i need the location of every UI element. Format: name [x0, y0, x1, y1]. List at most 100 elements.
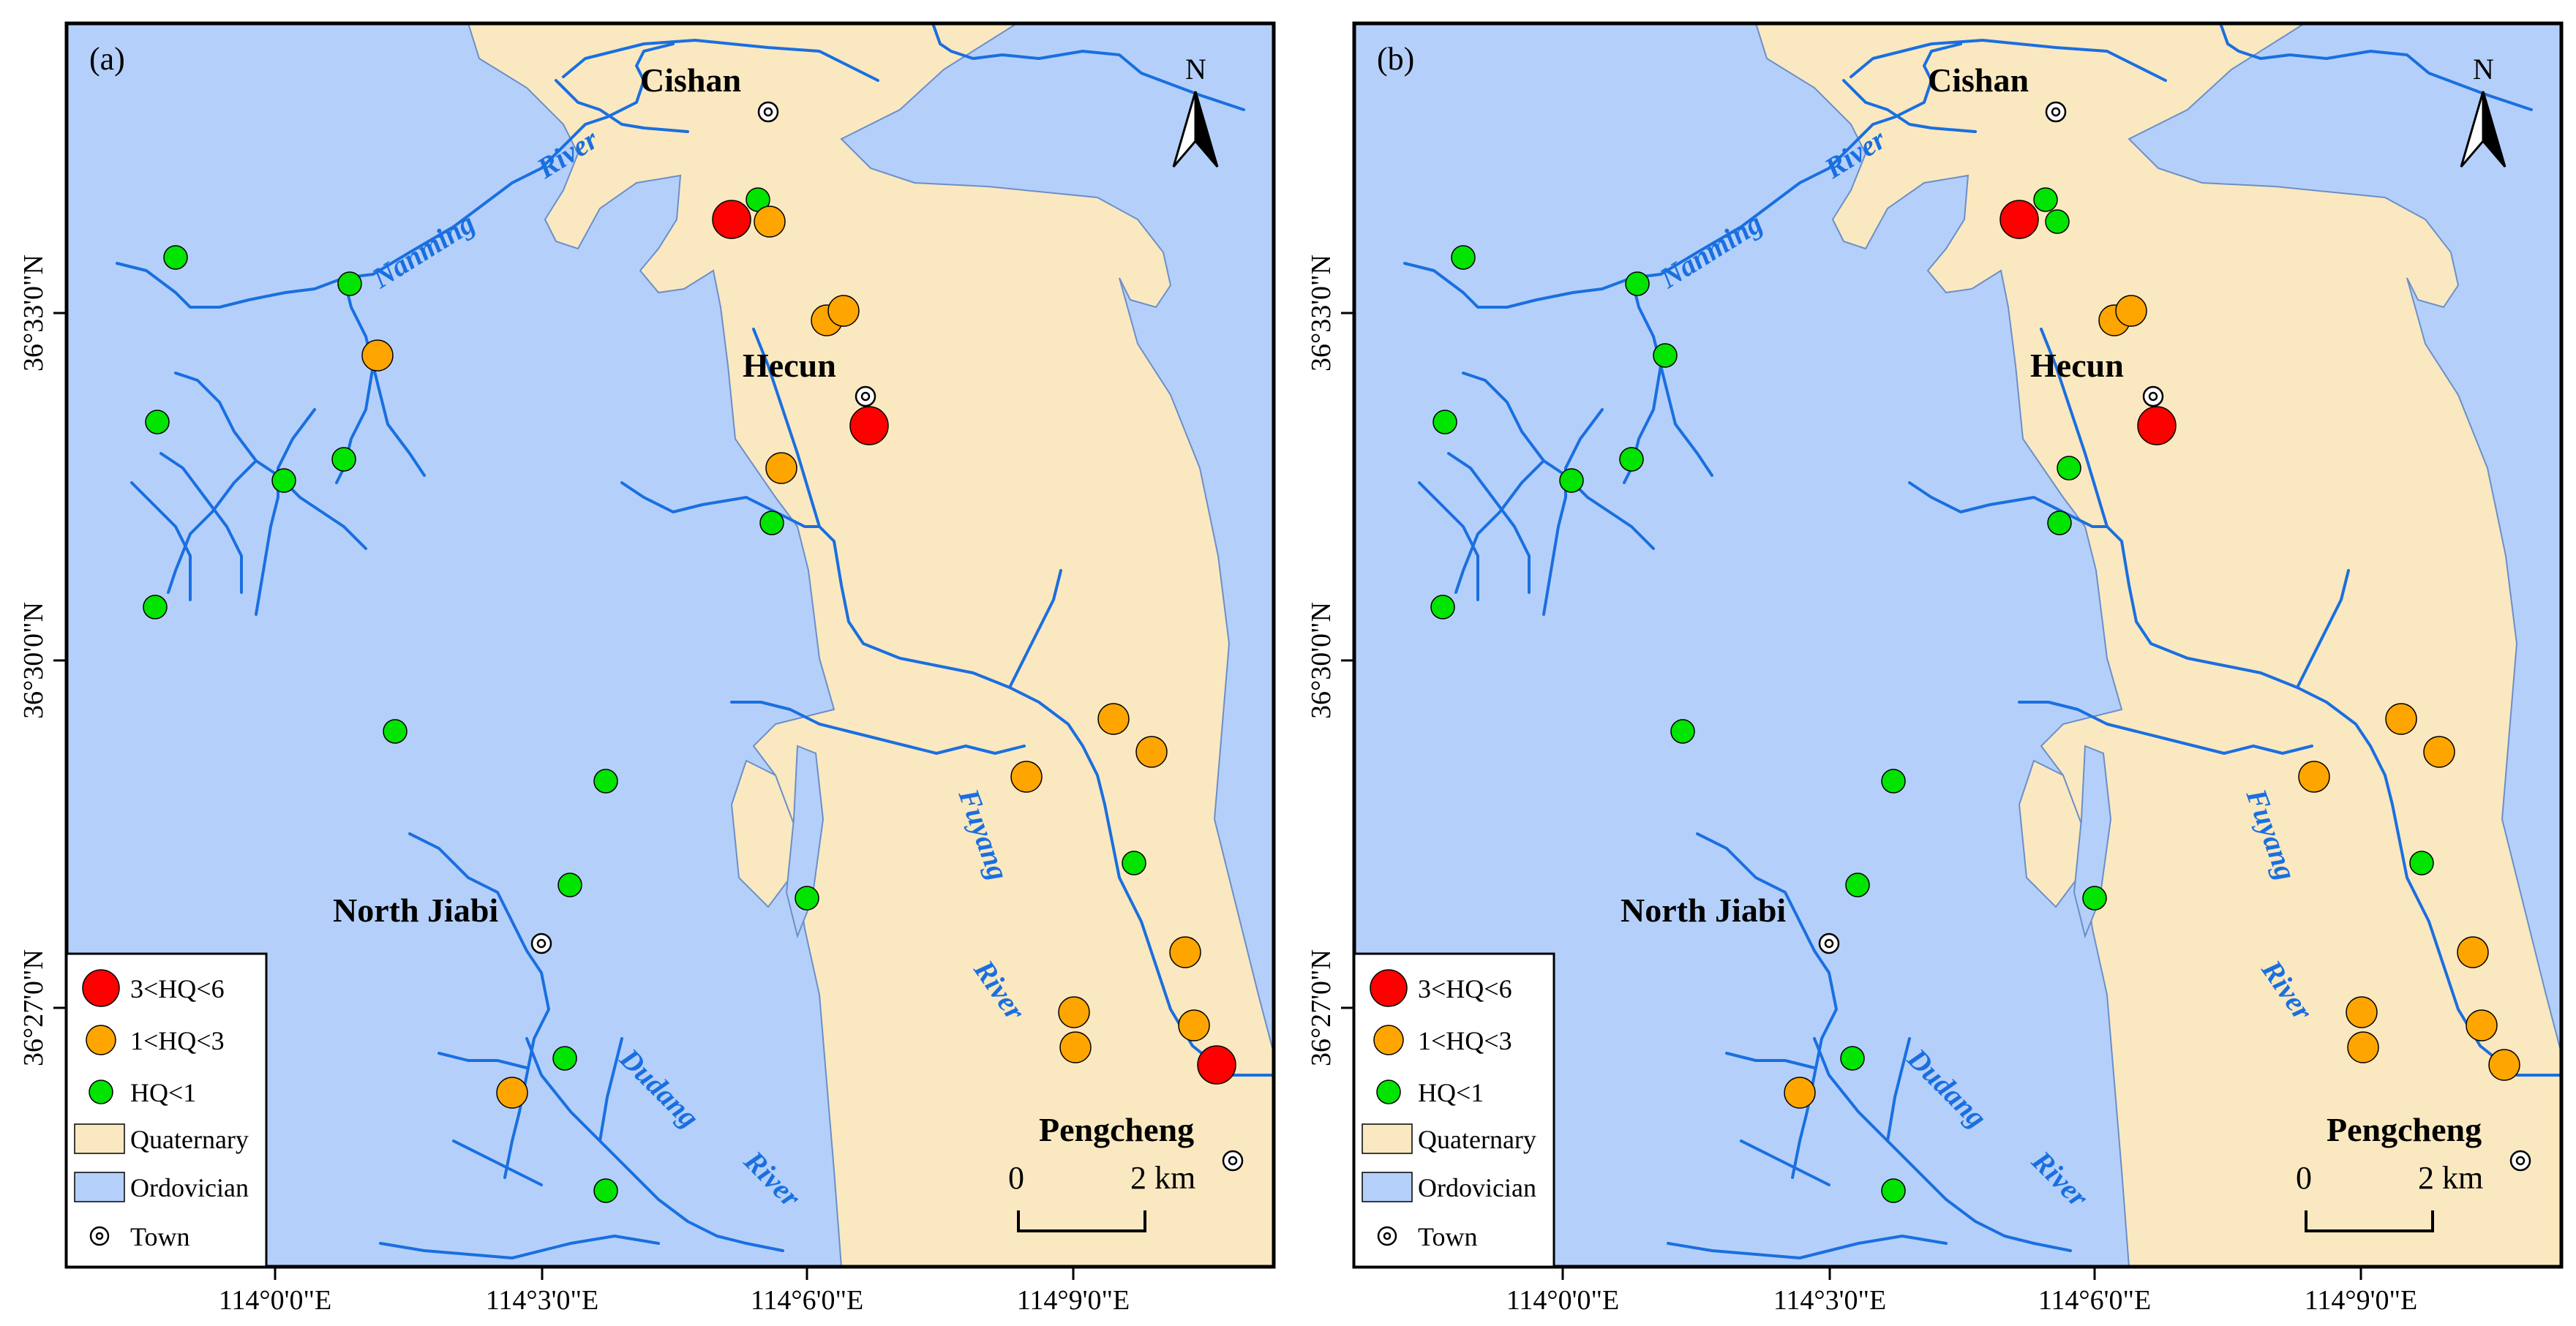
sample-point-high [2137, 406, 2177, 445]
svg-text:1<HQ<3: 1<HQ<3 [1418, 1026, 1512, 1055]
sample-point-high [712, 200, 751, 239]
scale-bar: 0 2 km [1008, 1160, 1195, 1232]
panel-a: (a) Nanming River Fuyang River Dudang Ri… [18, 21, 1276, 1316]
sample-point-mid [496, 1077, 528, 1109]
town-icon [757, 101, 779, 123]
svg-text:114°9'0"E: 114°9'0"E [1017, 1285, 1130, 1316]
sample-point-low [1432, 410, 1457, 434]
svg-text:114°6'0"E: 114°6'0"E [751, 1285, 863, 1316]
north-arrow: N [2460, 53, 2506, 167]
sample-point-low [1840, 1046, 1865, 1071]
sample-point-mid [2423, 736, 2455, 768]
town-icon [530, 933, 552, 954]
sample-point-low [557, 873, 582, 897]
sample-point-low [2082, 886, 2107, 911]
legend-swatch-quaternary [1362, 1123, 1413, 1154]
x-axis: 114°0'0"E 114°3'0"E 114°6'0"E 114°9'0"E [219, 1267, 1130, 1316]
sample-point-low [143, 595, 168, 619]
svg-text:114°3'0"E: 114°3'0"E [486, 1285, 598, 1316]
sample-point-mid [2347, 1031, 2379, 1063]
y-axis: 36°33'0"N 36°30'0"N 36°27'0"N [1306, 255, 1354, 1066]
town-label-cishan: Cishan [640, 61, 741, 99]
svg-text:36°30'0"N: 36°30'0"N [1306, 602, 1337, 719]
sample-point-low [1451, 245, 1476, 270]
svg-text:36°27'0"N: 36°27'0"N [1306, 949, 1337, 1066]
sample-point-low [1559, 468, 1584, 493]
svg-text:Ordovician: Ordovician [130, 1173, 249, 1202]
sample-point-low [145, 410, 170, 434]
town-icon [2509, 1150, 2531, 1172]
sample-point-low [1845, 873, 1870, 897]
svg-text:36°27'0"N: 36°27'0"N [18, 949, 49, 1066]
town-icon [1222, 1150, 1244, 1172]
sample-point-mid [1178, 1009, 1210, 1041]
svg-text:0: 0 [2296, 1160, 2312, 1196]
town-icon [89, 1226, 110, 1246]
sample-point-mid [2115, 295, 2147, 327]
town-icon [1818, 933, 1840, 954]
svg-text:HQ<1: HQ<1 [130, 1078, 196, 1107]
sample-point-low [1653, 343, 1678, 368]
svg-text:Town: Town [1418, 1222, 1477, 1251]
legend: 3<HQ<6 1<HQ<3 HQ<1 Quaternary Ordovician… [65, 952, 268, 1268]
panel-label: (b) [1377, 41, 1414, 77]
panel-frame [64, 21, 1276, 1269]
panel-b: (b) Nanming River Fuyang River Dudang Ri… [1306, 21, 2564, 1316]
sample-point-mid [2346, 996, 2378, 1028]
sample-point-low [1430, 595, 1455, 619]
sample-point-low [163, 245, 188, 270]
sample-point-high [849, 406, 889, 445]
sample-point-mid [1058, 996, 1090, 1028]
sample-point-low [331, 447, 356, 472]
town-icon [855, 385, 876, 407]
legend-swatch-quaternary [74, 1123, 125, 1154]
sample-point-mid [2385, 703, 2417, 735]
legend-swatch-ordovician [74, 1172, 125, 1202]
north-arrow: N [1172, 53, 1219, 167]
sample-point-mid [2466, 1009, 2498, 1041]
quaternary-area [467, 23, 1274, 1267]
svg-text:1<HQ<3: 1<HQ<3 [130, 1026, 225, 1055]
sample-point-low [383, 719, 408, 744]
sample-point-mid [765, 452, 797, 484]
legend-swatch-ordovician [1362, 1172, 1413, 1202]
river-network [116, 23, 1274, 1259]
sample-point-low [2409, 851, 2434, 875]
scale-bar: 0 2 km [2296, 1160, 2483, 1232]
sample-point-low [552, 1046, 577, 1071]
ordovician-area [2073, 745, 2112, 939]
sample-point-mid [2298, 761, 2330, 793]
svg-text:0: 0 [1008, 1160, 1024, 1196]
sample-point-mid [1135, 736, 1168, 768]
sample-point-low [795, 886, 819, 911]
quaternary-area [1754, 23, 2561, 1267]
sample-point-low [1619, 447, 1644, 472]
legend-swatch-low [89, 1080, 113, 1104]
svg-text:HQ<1: HQ<1 [1418, 1078, 1484, 1107]
svg-text:N: N [2473, 53, 2494, 86]
town-label-pengcheng: Pengcheng [1039, 1111, 1194, 1148]
panel-frame [1352, 21, 2564, 1269]
town-label-hecun: Hecun [2030, 347, 2124, 384]
ordovician-area [785, 745, 825, 939]
sample-point-mid [1010, 761, 1043, 793]
sample-point-mid [1097, 703, 1130, 735]
sample-point-low [271, 468, 296, 493]
svg-text:36°30'0"N: 36°30'0"N [18, 602, 49, 719]
sample-point-low [593, 769, 618, 794]
sample-point-mid [754, 206, 786, 238]
town-label-north-jiabi: North Jiabi [1621, 892, 1786, 929]
sample-point-mid [827, 295, 860, 327]
sample-points [143, 187, 1236, 1203]
town-icon [2045, 101, 2067, 123]
svg-text:2 km: 2 km [1130, 1160, 1195, 1196]
sample-point-low [2057, 456, 2081, 481]
svg-text:36°33'0"N: 36°33'0"N [1306, 255, 1337, 372]
svg-text:N: N [1185, 53, 1206, 86]
x-axis: 114°0'0"E 114°3'0"E 114°6'0"E 114°9'0"E [1506, 1267, 2417, 1316]
legend-swatch-high [1370, 969, 1408, 1007]
svg-text:114°0'0"E: 114°0'0"E [219, 1285, 331, 1316]
legend: 3<HQ<6 1<HQ<3 HQ<1 Quaternary Ordovician… [1353, 952, 1555, 1268]
sample-point-mid [361, 339, 394, 372]
